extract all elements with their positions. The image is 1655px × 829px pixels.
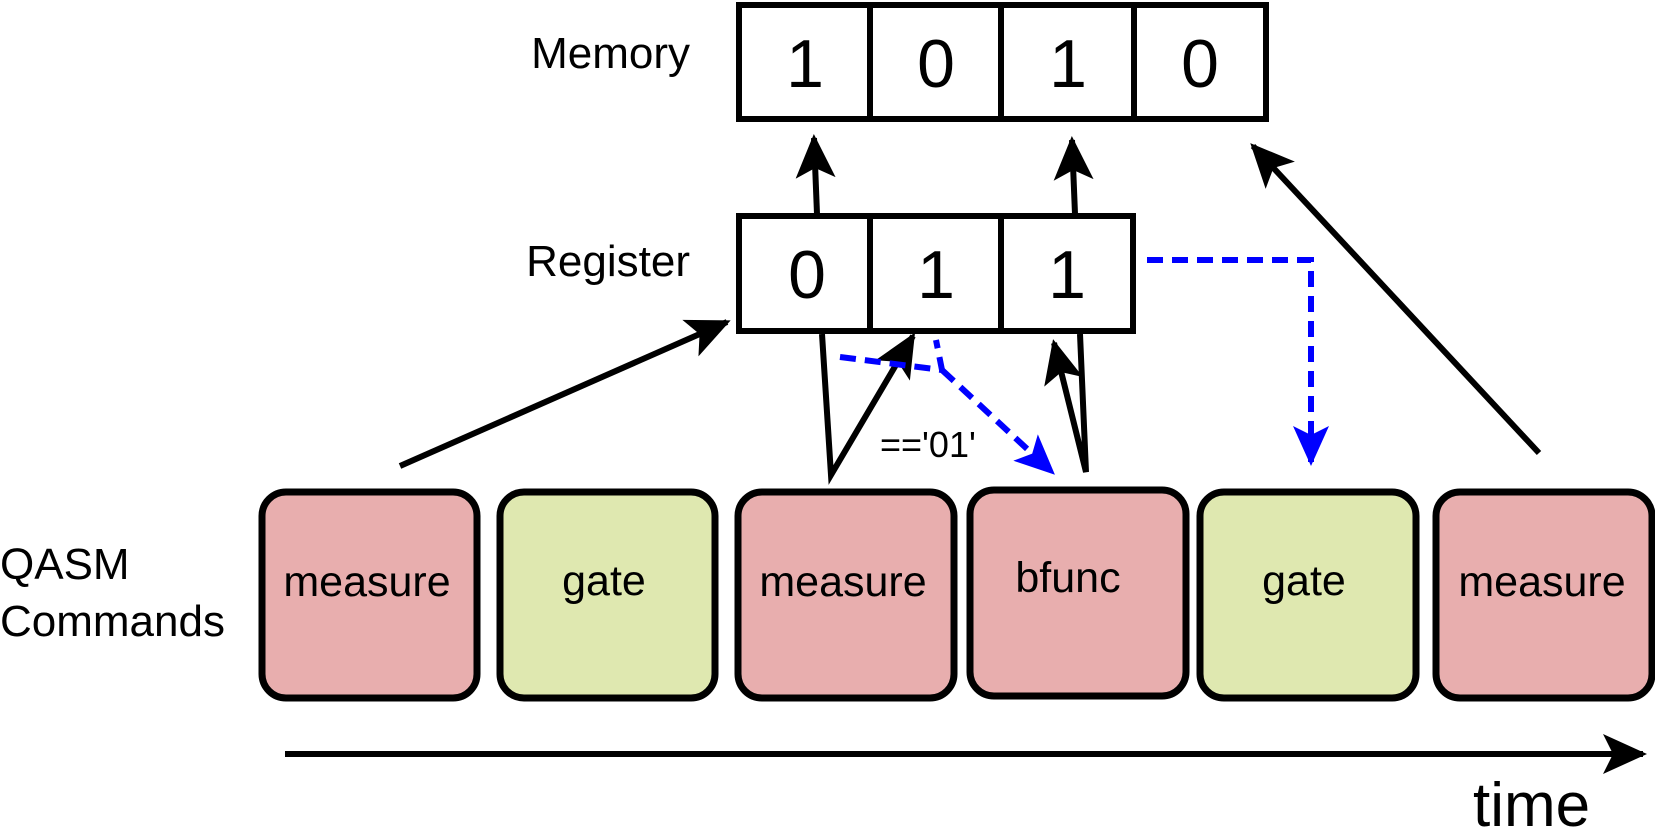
condition-label: =='01' xyxy=(880,424,976,465)
qasm-label-line1: QASM xyxy=(0,540,130,589)
memory-row: 1 0 1 0 xyxy=(736,2,1269,122)
command-box-measure xyxy=(1432,488,1655,702)
arrow-register-to-memory xyxy=(795,134,836,215)
memory-cell xyxy=(867,2,1004,122)
black-arrows xyxy=(285,134,1647,774)
memory-bit: 1 xyxy=(786,26,824,102)
command-box-gate xyxy=(496,488,719,702)
command-row: measure gate measure bfunc gate measure xyxy=(258,486,1655,702)
conditional-check-arrow xyxy=(939,367,1055,475)
arrow-register-to-memory xyxy=(1053,136,1094,215)
memory-cell xyxy=(998,2,1137,122)
command-label: measure xyxy=(283,558,450,606)
memory-label: Memory xyxy=(531,29,690,78)
conditional-arrows xyxy=(839,257,1329,475)
qasm-label-line2: Commands xyxy=(0,597,225,646)
register-cell xyxy=(736,213,873,334)
memory-bit: 0 xyxy=(917,26,955,102)
command-box-gate xyxy=(1196,488,1420,702)
register-bit: 0 xyxy=(788,237,826,313)
command-label: gate xyxy=(1262,557,1346,605)
arrow-measure-to-memory xyxy=(1250,143,1542,456)
conditional-gate-arrow xyxy=(1147,257,1329,466)
arrow-measure-to-register xyxy=(398,319,731,469)
arrow-bfunc-register-link xyxy=(1044,333,1089,473)
command-box-measure xyxy=(258,488,481,702)
command-box-bfunc xyxy=(966,486,1190,700)
arrow-measure-register-link xyxy=(819,332,916,485)
command-label: measure xyxy=(759,558,926,606)
command-label: measure xyxy=(1458,558,1625,606)
register-label: Register xyxy=(526,237,690,286)
memory-cell xyxy=(1131,2,1269,122)
command-box-measure xyxy=(734,488,958,702)
memory-bit: 1 xyxy=(1049,26,1087,102)
conditional-check-arrow xyxy=(839,339,946,374)
command-label: bfunc xyxy=(1015,554,1120,602)
memory-bit: 0 xyxy=(1181,26,1219,102)
time-label: time xyxy=(1473,771,1590,829)
register-row: 0 1 1 xyxy=(736,213,1136,334)
register-bit: 1 xyxy=(917,237,955,313)
register-bit: 1 xyxy=(1048,237,1086,313)
memory-cell xyxy=(736,2,873,122)
register-cell xyxy=(998,213,1136,334)
command-label: gate xyxy=(562,557,646,605)
